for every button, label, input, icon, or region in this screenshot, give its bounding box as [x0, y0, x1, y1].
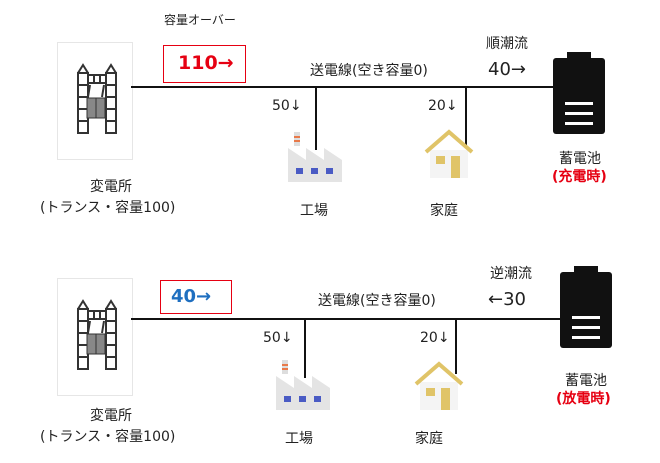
factory-flow: 50↓ [272, 98, 302, 114]
battery-name: 蓄電池 [559, 151, 601, 167]
capacity-over-caption: 容量オーバー [164, 13, 236, 27]
house-flow: 20↓ [428, 98, 458, 114]
flow-direction-label: 逆潮流 [490, 266, 532, 282]
substation-note: (トランス・容量100) [40, 200, 176, 216]
battery-state: (放電時) [556, 391, 611, 407]
battery-name: 蓄電池 [565, 373, 607, 389]
substation-flow-value: 40→ [171, 286, 212, 307]
substation-flow-box: 40→ [160, 280, 232, 314]
transmission-line [131, 318, 561, 320]
factory-flow: 50↓ [263, 330, 293, 346]
house-name: 家庭 [430, 203, 458, 219]
battery-flow: 40→ [488, 59, 526, 80]
factory-icon [274, 358, 332, 414]
house-branch-line [455, 318, 457, 374]
substation-name: 変電所 [90, 408, 132, 424]
battery-flow: ←30 [488, 289, 526, 310]
factory-branch-line [315, 86, 317, 150]
house-icon [424, 128, 474, 182]
house-branch-line [465, 86, 467, 146]
substation-name: 変電所 [90, 179, 132, 195]
transmission-line [131, 86, 556, 88]
substation-note: (トランス・容量100) [40, 429, 176, 445]
battery-icon [553, 52, 607, 138]
house-icon [414, 360, 464, 414]
house-name: 家庭 [415, 431, 443, 447]
house-flow: 20↓ [420, 330, 450, 346]
substation-icon [57, 278, 133, 396]
transmission-line-label: 送電線(空き容量0) [318, 293, 436, 309]
flow-direction-label: 順潮流 [486, 36, 528, 52]
substation-flow-box: 110→ [163, 45, 246, 83]
substation-icon [57, 42, 133, 160]
transmission-line-label: 送電線(空き容量0) [310, 63, 428, 79]
battery-state: (充電時) [552, 169, 607, 185]
factory-name: 工場 [285, 431, 313, 447]
factory-branch-line [304, 318, 306, 378]
factory-name: 工場 [300, 203, 328, 219]
battery-icon [560, 266, 614, 352]
factory-icon [286, 130, 344, 186]
substation-flow-value: 110→ [178, 52, 234, 74]
